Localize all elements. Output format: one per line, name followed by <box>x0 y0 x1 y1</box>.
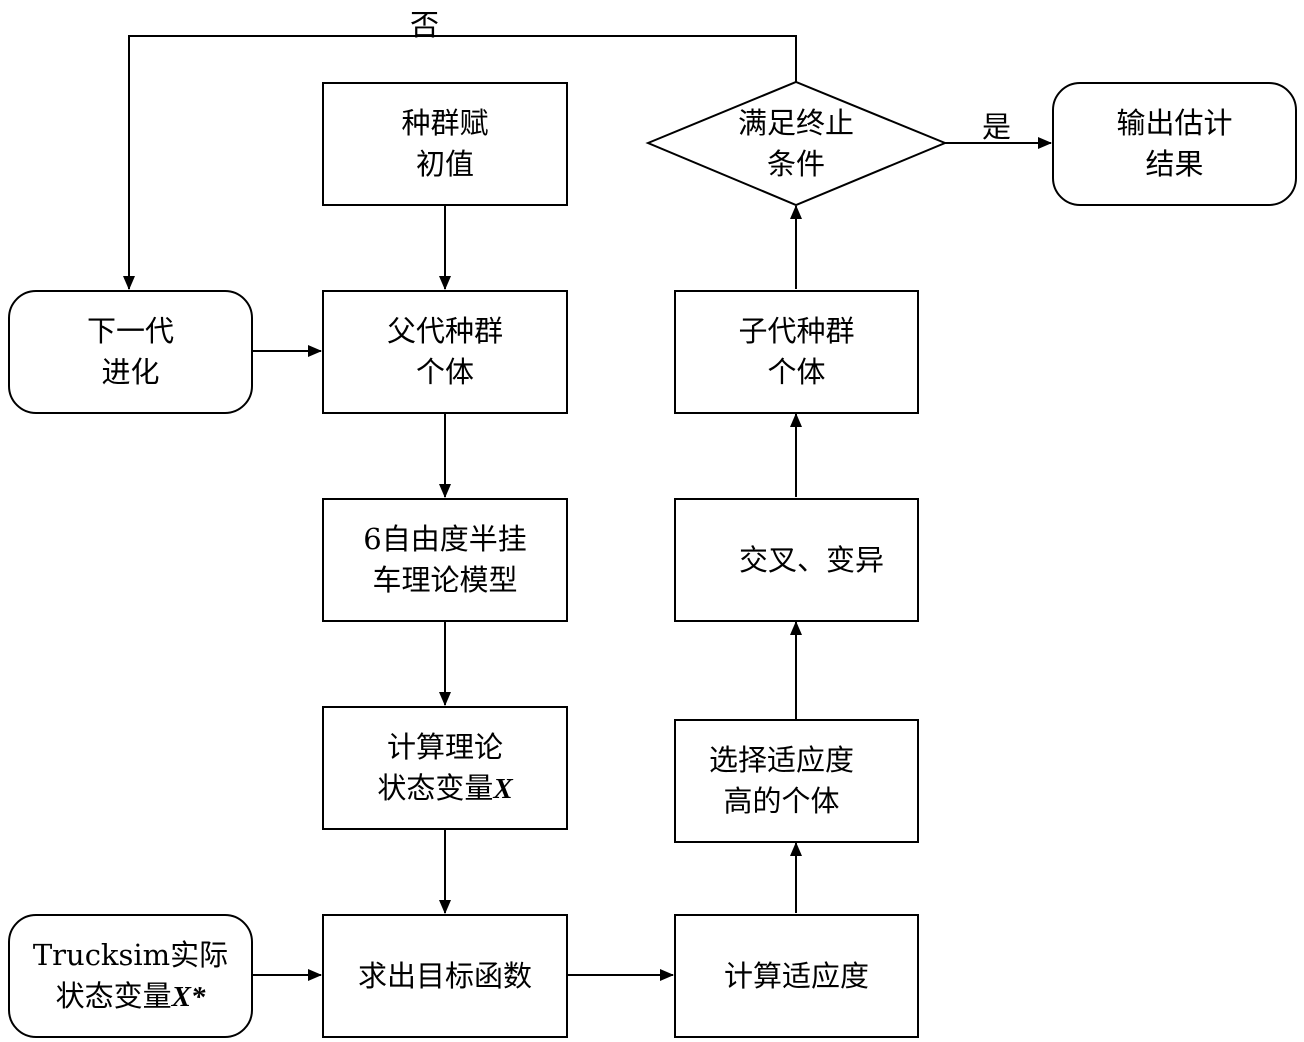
calc-state-line-2: 状态变量X <box>377 768 512 810</box>
child-line-1: 子代种群 <box>738 314 855 348</box>
init-line-1: 种群赋 <box>401 106 489 140</box>
arrow-terminate-to-nextgen <box>123 35 797 290</box>
trucksim-line-2: 状态变量X* <box>56 976 206 1018</box>
parent-line-1: 父代种群 <box>386 314 503 348</box>
next-gen-line-1: 下一代 <box>86 314 174 348</box>
output-result-box: 输出估计 结果 <box>1052 82 1297 206</box>
child-line-2: 个体 <box>767 355 826 389</box>
vehicle-model-box: 6自由度半挂 车理论模型 <box>322 498 568 622</box>
select-line-2: 高的个体 <box>723 784 840 818</box>
terminate-line-1: 满足终止 <box>737 106 854 140</box>
fitness-line-1: 计算适应度 <box>723 958 869 993</box>
child-population-box: 子代种群 个体 <box>674 290 919 414</box>
no-branch-label: 否 <box>410 8 440 42</box>
trucksim-line-1: Trucksim实际 <box>32 937 229 972</box>
init-line-2: 初值 <box>415 147 474 181</box>
selection-box: 选择适应度 高的个体 <box>674 719 919 843</box>
calc-state-box: 计算理论 状态变量X <box>322 706 568 830</box>
next-generation-box: 下一代 进化 <box>8 290 253 414</box>
parent-line-2: 个体 <box>415 355 474 389</box>
calc-state-line-1: 计算理论 <box>386 729 503 764</box>
terminate-condition-text: 满足终止 条件 <box>700 104 892 184</box>
terminate-line-2: 条件 <box>766 147 825 181</box>
crossover-line-1: 交叉、变异 <box>738 542 884 577</box>
fitness-box: 计算适应度 <box>674 914 919 1038</box>
calc-state-text: 状态变量 <box>377 770 494 805</box>
trucksim-state-box: Trucksim实际 状态变量X* <box>8 914 253 1038</box>
decision-diamond <box>645 80 948 207</box>
trucksim-text: 状态变量 <box>55 978 172 1013</box>
state-variable-x-star: X* <box>171 980 206 1013</box>
model-line-2: 车理论模型 <box>372 563 518 597</box>
output-line-2: 结果 <box>1145 147 1204 181</box>
crossover-mutation-box: 交叉、变异 <box>674 498 919 622</box>
output-line-1: 输出估计 <box>1116 106 1233 140</box>
parent-population-box: 父代种群 个体 <box>322 290 568 414</box>
state-variable-x: X <box>493 772 513 805</box>
yes-branch-label: 是 <box>982 110 1012 144</box>
objective-function-box: 求出目标函数 <box>322 914 568 1038</box>
next-gen-line-2: 进化 <box>101 355 160 389</box>
objective-line-1: 求出目标函数 <box>357 958 532 993</box>
select-line-1: 选择适应度 <box>708 743 854 777</box>
init-population-box: 种群赋 初值 <box>322 82 568 206</box>
model-line-1: 6自由度半挂 <box>363 522 527 556</box>
